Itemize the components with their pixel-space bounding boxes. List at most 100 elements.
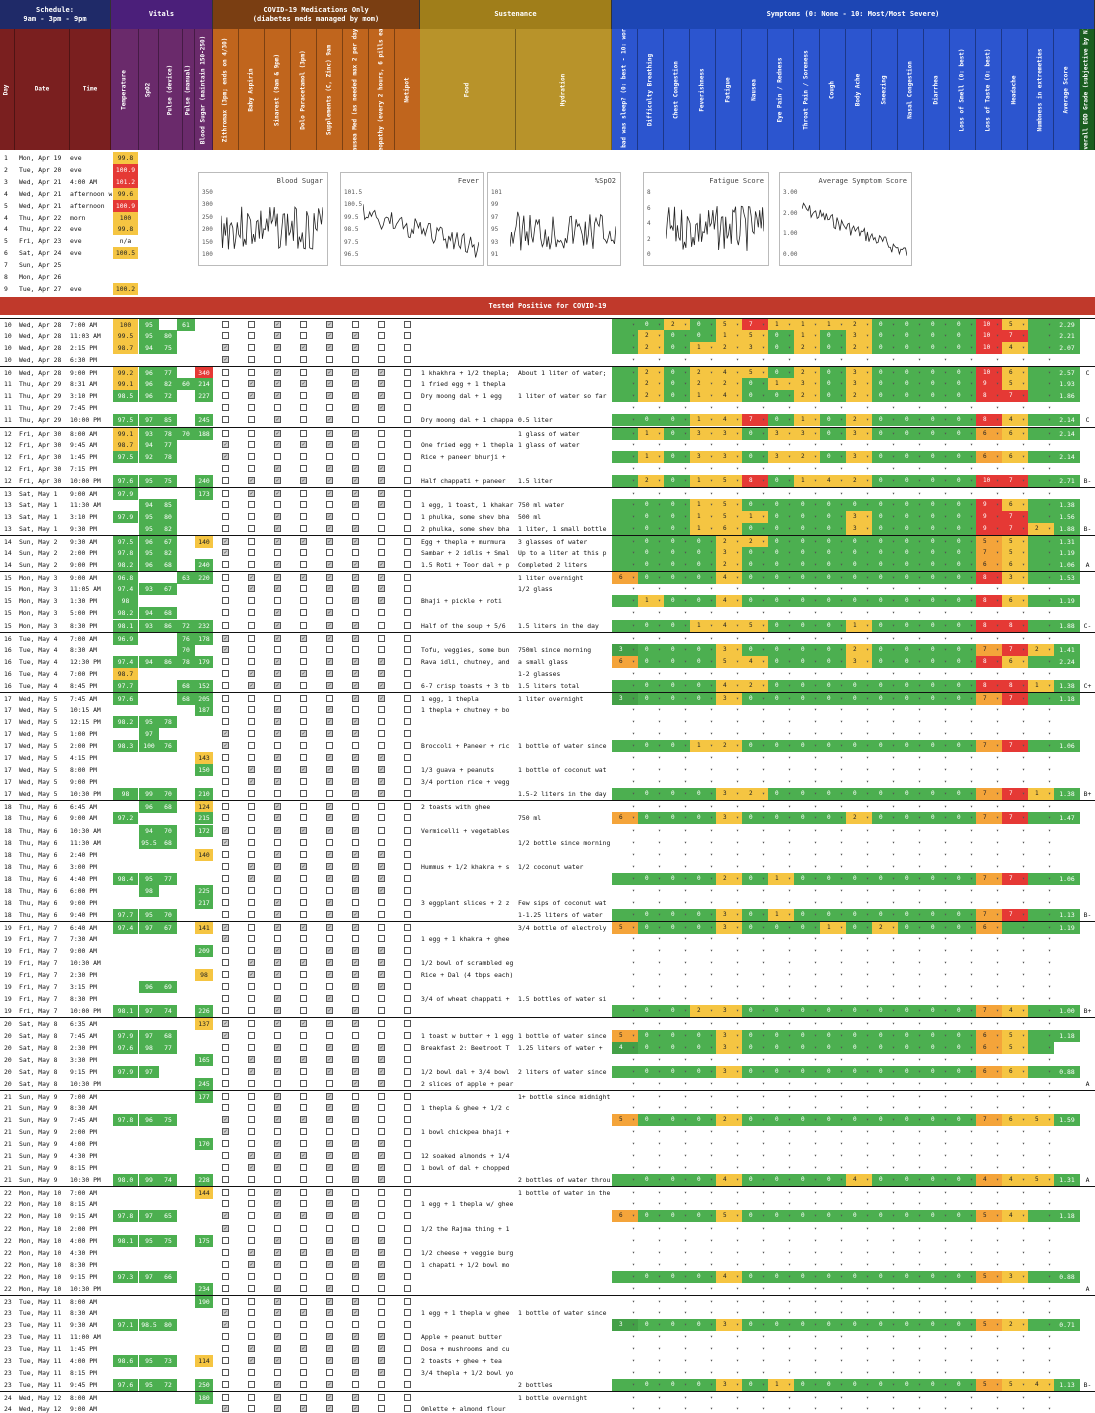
- dropdown-arrow-icon[interactable]: ▾: [736, 439, 739, 451]
- med-checkbox[interactable]: ✓: [352, 1067, 359, 1075]
- symptom-cell[interactable]: ▾: [976, 957, 1002, 969]
- dropdown-arrow-icon[interactable]: ▾: [788, 693, 791, 705]
- dropdown-arrow-icon[interactable]: ▾: [840, 633, 843, 645]
- symptom-cell[interactable]: ▾: [820, 583, 846, 595]
- dropdown-arrow-icon[interactable]: ▾: [944, 1054, 947, 1066]
- symptom-cell[interactable]: ▾: [1028, 330, 1054, 343]
- dropdown-arrow-icon[interactable]: ▾: [814, 752, 817, 764]
- dropdown-arrow-icon[interactable]: ▾: [892, 873, 895, 885]
- dropdown-arrow-icon[interactable]: ▾: [944, 909, 947, 921]
- dropdown-arrow-icon[interactable]: ▾: [736, 1005, 739, 1017]
- symptom-cell[interactable]: 0▾: [872, 572, 898, 585]
- dropdown-arrow-icon[interactable]: ▾: [840, 1030, 843, 1042]
- med-checkbox[interactable]: [222, 803, 229, 811]
- symptom-cell[interactable]: 0▾: [664, 1065, 690, 1078]
- dropdown-arrow-icon[interactable]: ▾: [996, 704, 999, 716]
- symptom-cell[interactable]: 2▾: [716, 1113, 742, 1126]
- symptom-cell[interactable]: ▾: [950, 897, 976, 909]
- symptom-cell[interactable]: 0▾: [638, 510, 664, 523]
- dropdown-arrow-icon[interactable]: ▾: [1048, 668, 1051, 680]
- dropdown-arrow-icon[interactable]: ▾: [788, 680, 791, 692]
- symptom-cell[interactable]: 3▾: [716, 1005, 742, 1018]
- dropdown-arrow-icon[interactable]: ▾: [762, 342, 765, 354]
- symptom-cell[interactable]: ▾: [976, 607, 1002, 619]
- symptom-cell[interactable]: ▾: [1002, 354, 1028, 366]
- dropdown-arrow-icon[interactable]: ▾: [944, 740, 947, 752]
- symptom-cell[interactable]: ▾: [924, 776, 950, 788]
- med-checkbox[interactable]: [248, 344, 255, 352]
- dropdown-arrow-icon[interactable]: ▾: [866, 801, 869, 813]
- dropdown-arrow-icon[interactable]: ▾: [710, 644, 713, 656]
- med-checkbox[interactable]: [326, 1031, 333, 1039]
- symptom-cell[interactable]: ▾: [768, 728, 794, 740]
- med-checkbox[interactable]: [300, 609, 307, 617]
- symptom-cell[interactable]: ▾: [612, 547, 638, 560]
- dropdown-arrow-icon[interactable]: ▾: [840, 981, 843, 993]
- med-checkbox[interactable]: ✓: [274, 464, 281, 472]
- med-checkbox[interactable]: ✓: [326, 332, 333, 340]
- dropdown-arrow-icon[interactable]: ▾: [684, 849, 687, 861]
- med-checkbox[interactable]: ✓: [300, 440, 307, 448]
- med-checkbox[interactable]: [326, 500, 333, 508]
- symptom-cell[interactable]: 6▾: [976, 1029, 1002, 1042]
- dropdown-arrow-icon[interactable]: ▾: [684, 1005, 687, 1017]
- med-checkbox[interactable]: ✓: [248, 681, 255, 689]
- symptom-cell[interactable]: ▾: [664, 1102, 690, 1114]
- symptom-cell[interactable]: ▾: [664, 1054, 690, 1066]
- dropdown-arrow-icon[interactable]: ▾: [1022, 607, 1025, 619]
- dropdown-arrow-icon[interactable]: ▾: [970, 1005, 973, 1017]
- dropdown-arrow-icon[interactable]: ▾: [762, 633, 765, 645]
- symptom-cell[interactable]: 0▾: [898, 619, 924, 632]
- symptom-cell[interactable]: ▾: [1028, 1078, 1054, 1090]
- dropdown-arrow-icon[interactable]: ▾: [866, 825, 869, 837]
- med-checkbox[interactable]: [300, 838, 307, 846]
- symptom-cell[interactable]: 0▾: [638, 643, 664, 656]
- dropdown-arrow-icon[interactable]: ▾: [918, 1005, 921, 1017]
- dropdown-arrow-icon[interactable]: ▾: [710, 728, 713, 740]
- dropdown-arrow-icon[interactable]: ▾: [1022, 378, 1025, 390]
- dropdown-arrow-icon[interactable]: ▾: [892, 1042, 895, 1054]
- med-checkbox[interactable]: ✓: [300, 574, 307, 582]
- symptom-cell[interactable]: 0▾: [690, 1113, 716, 1126]
- med-checkbox[interactable]: ✓: [326, 380, 333, 388]
- symptom-cell[interactable]: 2▾: [742, 788, 768, 801]
- med-checkbox[interactable]: [404, 429, 411, 437]
- dropdown-arrow-icon[interactable]: ▾: [632, 680, 635, 692]
- med-checkbox[interactable]: [404, 838, 411, 846]
- symptom-cell[interactable]: 2▾: [690, 378, 716, 391]
- med-checkbox[interactable]: ✓: [300, 730, 307, 738]
- dropdown-arrow-icon[interactable]: ▾: [710, 873, 713, 885]
- symptom-cell[interactable]: 0▾: [898, 1029, 924, 1042]
- med-checkbox[interactable]: [248, 754, 255, 762]
- dropdown-arrow-icon[interactable]: ▾: [684, 414, 687, 426]
- med-checkbox[interactable]: [222, 754, 229, 762]
- symptom-cell[interactable]: 0▾: [742, 872, 768, 885]
- dropdown-arrow-icon[interactable]: ▾: [840, 1114, 843, 1126]
- symptom-cell[interactable]: 5▾: [716, 498, 742, 511]
- med-checkbox[interactable]: [248, 452, 255, 460]
- dropdown-arrow-icon[interactable]: ▾: [762, 969, 765, 981]
- dropdown-arrow-icon[interactable]: ▾: [892, 633, 895, 645]
- symptom-cell[interactable]: ▾: [872, 488, 898, 500]
- med-checkbox[interactable]: [404, 959, 411, 967]
- med-checkbox[interactable]: [300, 525, 307, 533]
- symptom-cell[interactable]: ▾: [924, 957, 950, 969]
- symptom-cell[interactable]: ▾: [612, 439, 638, 451]
- dropdown-arrow-icon[interactable]: ▾: [710, 825, 713, 837]
- symptom-cell[interactable]: 0▾: [820, 536, 846, 549]
- dropdown-arrow-icon[interactable]: ▾: [1048, 656, 1051, 668]
- med-checkbox[interactable]: [248, 910, 255, 918]
- symptom-cell[interactable]: ▾: [1028, 463, 1054, 475]
- dropdown-arrow-icon[interactable]: ▾: [710, 319, 713, 331]
- symptom-cell[interactable]: ▾: [1028, 776, 1054, 788]
- dropdown-arrow-icon[interactable]: ▾: [840, 1042, 843, 1054]
- med-checkbox[interactable]: ✓: [222, 549, 229, 557]
- dropdown-arrow-icon[interactable]: ▾: [866, 1078, 869, 1090]
- dropdown-arrow-icon[interactable]: ▾: [788, 969, 791, 981]
- symptom-cell[interactable]: ▾: [924, 716, 950, 728]
- dropdown-arrow-icon[interactable]: ▾: [970, 390, 973, 402]
- symptom-cell[interactable]: ▾: [612, 559, 638, 572]
- med-checkbox[interactable]: [300, 886, 307, 894]
- dropdown-arrow-icon[interactable]: ▾: [814, 367, 817, 379]
- med-checkbox[interactable]: [300, 1103, 307, 1111]
